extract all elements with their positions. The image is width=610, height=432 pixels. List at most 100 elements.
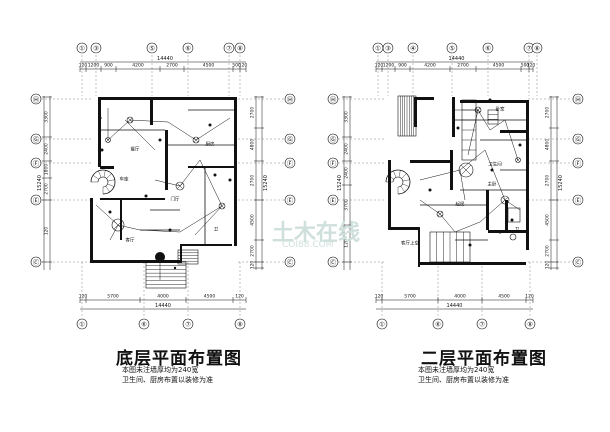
line [400, 186, 405, 193]
switch [158, 138, 162, 142]
line [477, 109, 491, 131]
light-fixture [436, 210, 444, 218]
light-fixture [458, 162, 474, 178]
dim-text: 14440 [155, 303, 171, 309]
dim-text: 500 [521, 63, 530, 69]
wall [452, 97, 455, 137]
dim-text: 2400 [344, 143, 350, 155]
dim-text: 120 [235, 294, 244, 300]
dim-text: 120 [79, 63, 88, 69]
dim-text: 120 [239, 63, 248, 69]
dim-text: 4800 [545, 139, 551, 151]
axis-label: ⑥ [185, 45, 191, 53]
dim-text: 2400 [44, 143, 50, 155]
axis-bubble [376, 318, 388, 330]
line [219, 203, 225, 209]
room-label: 车库 [120, 176, 129, 183]
wall [98, 97, 101, 167]
dim-text: 4500 [250, 214, 256, 226]
switch [108, 210, 112, 214]
dim-text: 120 [545, 261, 551, 270]
switch [498, 230, 502, 234]
line [402, 183, 410, 187]
wall [188, 166, 234, 168]
axis-bubble [482, 42, 494, 54]
plan-1-note-1: 本图未注墙厚均为240宽 [122, 366, 199, 374]
switch [456, 126, 460, 130]
dim-text: 2700 [457, 63, 469, 69]
axis-label: Ⓔ [287, 197, 294, 205]
line [113, 220, 123, 230]
axis-bubble [234, 42, 246, 54]
dim-text: 120 [250, 261, 256, 270]
line [475, 107, 481, 113]
light-fixture [500, 195, 510, 205]
stair [177, 249, 199, 265]
line [107, 179, 115, 182]
wall [388, 227, 418, 230]
line [502, 197, 508, 203]
plan-2-note-1: 本图未注墙厚均为240宽 [418, 366, 495, 374]
wall [410, 160, 450, 163]
axis-label: ⑧ [534, 45, 540, 53]
axis-label: ⑤ [149, 45, 155, 53]
switch [144, 194, 148, 198]
wall [180, 244, 232, 246]
room-label: 餐厅 [131, 146, 140, 153]
dim-text: 4200 [424, 63, 436, 69]
axis-label: Ⓖ [33, 136, 40, 144]
dim-text: 120 [525, 294, 534, 300]
plan-1-title: 底层平面布置图 [116, 349, 242, 369]
wall [414, 97, 434, 100]
axis-label: Ⓖ [287, 136, 294, 144]
wall [100, 198, 132, 200]
line [179, 159, 201, 187]
dim-text: 1800 [44, 164, 50, 176]
axis-label: Ⓗ [575, 96, 582, 104]
dim-text: 120 [79, 294, 88, 300]
axis-label: Ⓔ [33, 197, 40, 205]
dim-text: 3300 [344, 111, 350, 123]
line [516, 158, 520, 162]
switch [510, 218, 514, 222]
dim-text: 4500 [493, 63, 505, 69]
axis-label: ⑥ [485, 45, 491, 53]
wall [224, 97, 236, 100]
line [117, 224, 141, 231]
toilet [509, 233, 517, 241]
axis-bubble [284, 194, 296, 206]
dim-text: 2700 [545, 245, 551, 257]
wall [165, 130, 168, 190]
dim-text: 2400 [344, 167, 350, 179]
dim-text: 5700 [107, 294, 119, 300]
axis-bubble [182, 318, 194, 330]
dim-text: 4000 [454, 294, 466, 300]
room-label: 主卧 [488, 181, 497, 188]
axis-bubble [407, 42, 419, 54]
axis-label: Ⓗ [330, 96, 337, 104]
line [479, 199, 506, 223]
wall [150, 97, 153, 125]
line [179, 205, 223, 233]
line [177, 183, 183, 189]
light-fixture [105, 137, 111, 143]
axis-bubble [531, 42, 543, 54]
axis-label: ⑤ [449, 45, 455, 53]
wall [526, 100, 529, 250]
switch [168, 228, 172, 232]
axis-label: Ⓔ [330, 197, 337, 205]
room-label: 卫生间 [488, 161, 502, 168]
dim-text: 15240 [558, 175, 564, 191]
switch [518, 143, 522, 147]
wall [98, 97, 224, 100]
dim-text: 1200 [383, 63, 395, 69]
plan-1-note-2: 卫生间、厨房布置以装修为准 [122, 376, 213, 384]
room-label: 客厅上空 [401, 240, 419, 247]
axis-label: Ⓕ [287, 160, 294, 168]
axis-bubble [284, 133, 296, 145]
switch [488, 98, 492, 102]
stair [487, 109, 499, 125]
axis-bubble [182, 42, 194, 54]
dim-text: 4500 [498, 294, 510, 300]
